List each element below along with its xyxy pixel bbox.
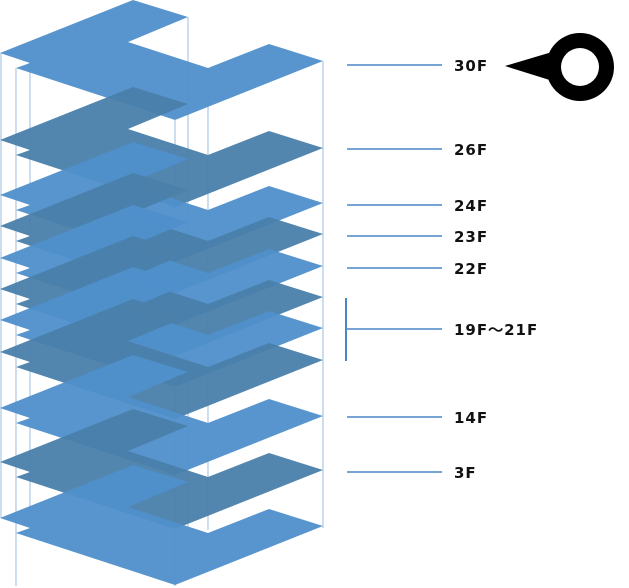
floor-30f: [0, 0, 323, 120]
pin-hole: [561, 48, 599, 86]
pin-pointer: [505, 52, 556, 82]
floor-26f: [0, 87, 323, 207]
label-23f: 23F: [454, 228, 488, 246]
floor-1f: [0, 465, 323, 585]
label-26f: 26F: [454, 141, 488, 159]
label-30f: 30F: [454, 57, 488, 75]
label-22f: 22F: [454, 260, 488, 278]
floor-14f: [0, 355, 323, 475]
floor-stack: [0, 0, 323, 585]
location-pin-icon: [505, 33, 614, 101]
floor-19f: [0, 299, 323, 419]
label-19f-21f: 19F～21F: [454, 321, 538, 339]
label-14f: 14F: [454, 409, 488, 427]
leader-lines: [345, 64, 442, 473]
floor-3f: [0, 409, 323, 529]
label-3f: 3F: [454, 464, 477, 482]
floor-labels: 30F 26F 24F 23F 22F 19F～21F 14F 3F: [454, 57, 538, 482]
label-24f: 24F: [454, 197, 488, 215]
